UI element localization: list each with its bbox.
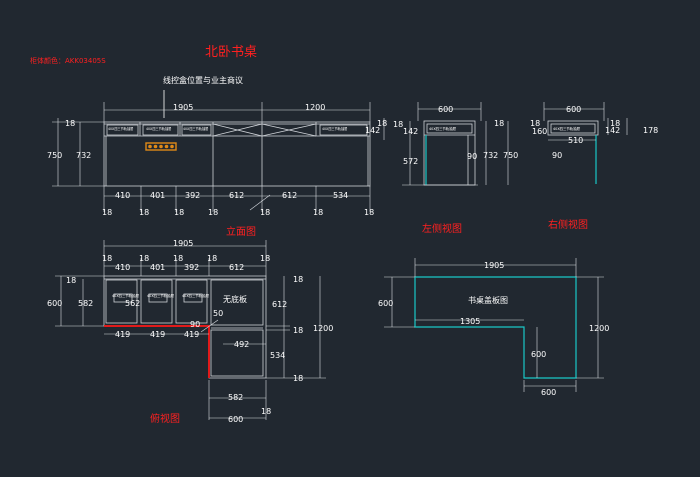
front-dim-750: 750 <box>47 151 62 160</box>
front-dim-1905: 1905 <box>173 103 193 112</box>
left-dim-572: 572 <box>403 157 418 166</box>
front-drawer-label-2: 40X四三节轨抽屉 <box>146 126 171 131</box>
board-dim-1200: 1200 <box>589 324 609 333</box>
plan-dim-18-left: 18 <box>66 276 76 285</box>
plan-dim-18-r3: 18 <box>293 374 303 383</box>
front-dim-612b: 612 <box>282 191 297 200</box>
front-dim-534: 534 <box>333 191 348 200</box>
plan-dim-401: 401 <box>150 263 165 272</box>
right-dim-510: 510 <box>568 136 583 145</box>
plan-dim-18-top-3: 18 <box>173 254 183 263</box>
right-dim-160: 160 <box>532 127 547 136</box>
board-dim-1305: 1305 <box>460 317 480 326</box>
board-dim-600-bottom: 600 <box>541 388 556 397</box>
plan-dim-18-top-2: 18 <box>139 254 149 263</box>
front-dim-612a: 612 <box>229 191 244 200</box>
color-note: 柜体颜色：AKK03405S <box>30 56 106 65</box>
desk-board-caption: 书桌盖板图 <box>468 295 508 305</box>
drawing-title: 北卧书桌 <box>205 45 257 60</box>
plan-dim-600: 600 <box>47 299 62 308</box>
left-dim-732: 732 <box>483 151 498 160</box>
right-dim-18b: 18 <box>610 119 620 128</box>
front-dim-18-b2: 18 <box>139 208 149 217</box>
desk-board-outline <box>414 276 577 379</box>
plan-dim-18-top-1: 18 <box>102 254 112 263</box>
board-dim-1905: 1905 <box>484 261 504 270</box>
front-dim-410: 410 <box>115 191 130 200</box>
left-dim-750: 750 <box>503 151 518 160</box>
front-dim-18-right: 18 <box>377 119 387 128</box>
front-dim-392: 392 <box>185 191 200 200</box>
plan-dim-419-1: 419 <box>115 330 130 339</box>
right-dim-142: 142 <box>605 126 620 135</box>
front-dim-732: 732 <box>76 151 91 160</box>
left-view-caption: 左侧视图 <box>422 222 462 235</box>
plan-drawer-label-1: 40X四三节轨抽屉 <box>112 293 140 298</box>
plan-dim-600-b: 600 <box>228 415 243 424</box>
front-dim-18-b6: 18 <box>313 208 323 217</box>
plan-dim-534: 534 <box>270 351 285 360</box>
front-dim-18-b7: 18 <box>364 208 374 217</box>
front-drawer-label-1: 40X四三节轨抽屉 <box>108 126 133 131</box>
plan-dim-50: 50 <box>213 309 223 318</box>
plan-dim-18-top-5: 18 <box>260 254 270 263</box>
right-dim-178: 178 <box>643 126 658 135</box>
right-dim-90: 90 <box>552 151 562 160</box>
front-dim-18-b4: 18 <box>208 208 218 217</box>
plan-dim-18-b: 18 <box>261 407 271 416</box>
front-drawer-label-3: 40X四三节轨抽屉 <box>183 126 208 131</box>
front-view-caption: 立面图 <box>226 225 256 238</box>
left-dim-18: 18 <box>393 120 403 129</box>
plan-dim-582-b: 582 <box>228 393 243 402</box>
front-dim-18-b3: 18 <box>174 208 184 217</box>
left-dim-90: 90 <box>467 152 477 161</box>
front-dim-401: 401 <box>150 191 165 200</box>
left-dim-18b: 18 <box>494 119 504 128</box>
plan-dim-1905: 1905 <box>173 239 193 248</box>
plan-dim-90: 90 <box>190 320 200 329</box>
front-dim-142: 142 <box>365 126 380 135</box>
board-dim-600-left: 600 <box>378 299 393 308</box>
plan-dim-612: 612 <box>229 263 244 272</box>
board-dim-600-inner: 600 <box>531 350 546 359</box>
plan-drawer-label-2: 40X四三节轨抽屉 <box>147 293 175 298</box>
plan-dim-492: 492 <box>234 340 249 349</box>
front-dim-18-b5: 18 <box>260 208 270 217</box>
right-side-view <box>547 120 599 136</box>
right-dim-18: 18 <box>530 119 540 128</box>
plan-dim-582: 582 <box>78 299 93 308</box>
plan-dim-562: 562 <box>125 299 140 308</box>
front-elevation <box>103 121 371 187</box>
left-drawer-label: 40X四三节轨抽屉 <box>429 126 457 131</box>
plan-dim-18-r1: 18 <box>293 275 303 284</box>
front-drawer-label-4: 40X四三节轨抽屉 <box>322 126 347 131</box>
plan-dim-18-r2: 18 <box>293 326 303 335</box>
front-dim-18-left: 18 <box>65 119 75 128</box>
front-dim-1200: 1200 <box>305 103 325 112</box>
plan-dim-419-2: 419 <box>150 330 165 339</box>
cable-box <box>145 142 177 151</box>
plan-dim-1200: 1200 <box>313 324 333 333</box>
right-view-caption: 右侧视图 <box>548 218 588 231</box>
plan-view-caption: 俯视图 <box>150 412 180 425</box>
plan-drawer-label-3: 40X四三节轨抽屉 <box>182 293 210 298</box>
right-drawer-label: 40X四三节轨抽屉 <box>553 126 581 131</box>
cable-box-note: 线控盒位置与业主商议 <box>163 75 243 85</box>
no-bottom-label: 无底板 <box>223 294 247 304</box>
plan-dim-410: 410 <box>115 263 130 272</box>
plan-dim-612-r: 612 <box>272 300 287 309</box>
left-dim-142: 142 <box>403 127 418 136</box>
left-dim-600: 600 <box>438 105 453 114</box>
front-dim-18-b1: 18 <box>102 208 112 217</box>
plan-dim-419-3: 419 <box>184 330 199 339</box>
right-dim-600: 600 <box>566 105 581 114</box>
plan-dim-392: 392 <box>184 263 199 272</box>
plan-dim-18-top-4: 18 <box>207 254 217 263</box>
